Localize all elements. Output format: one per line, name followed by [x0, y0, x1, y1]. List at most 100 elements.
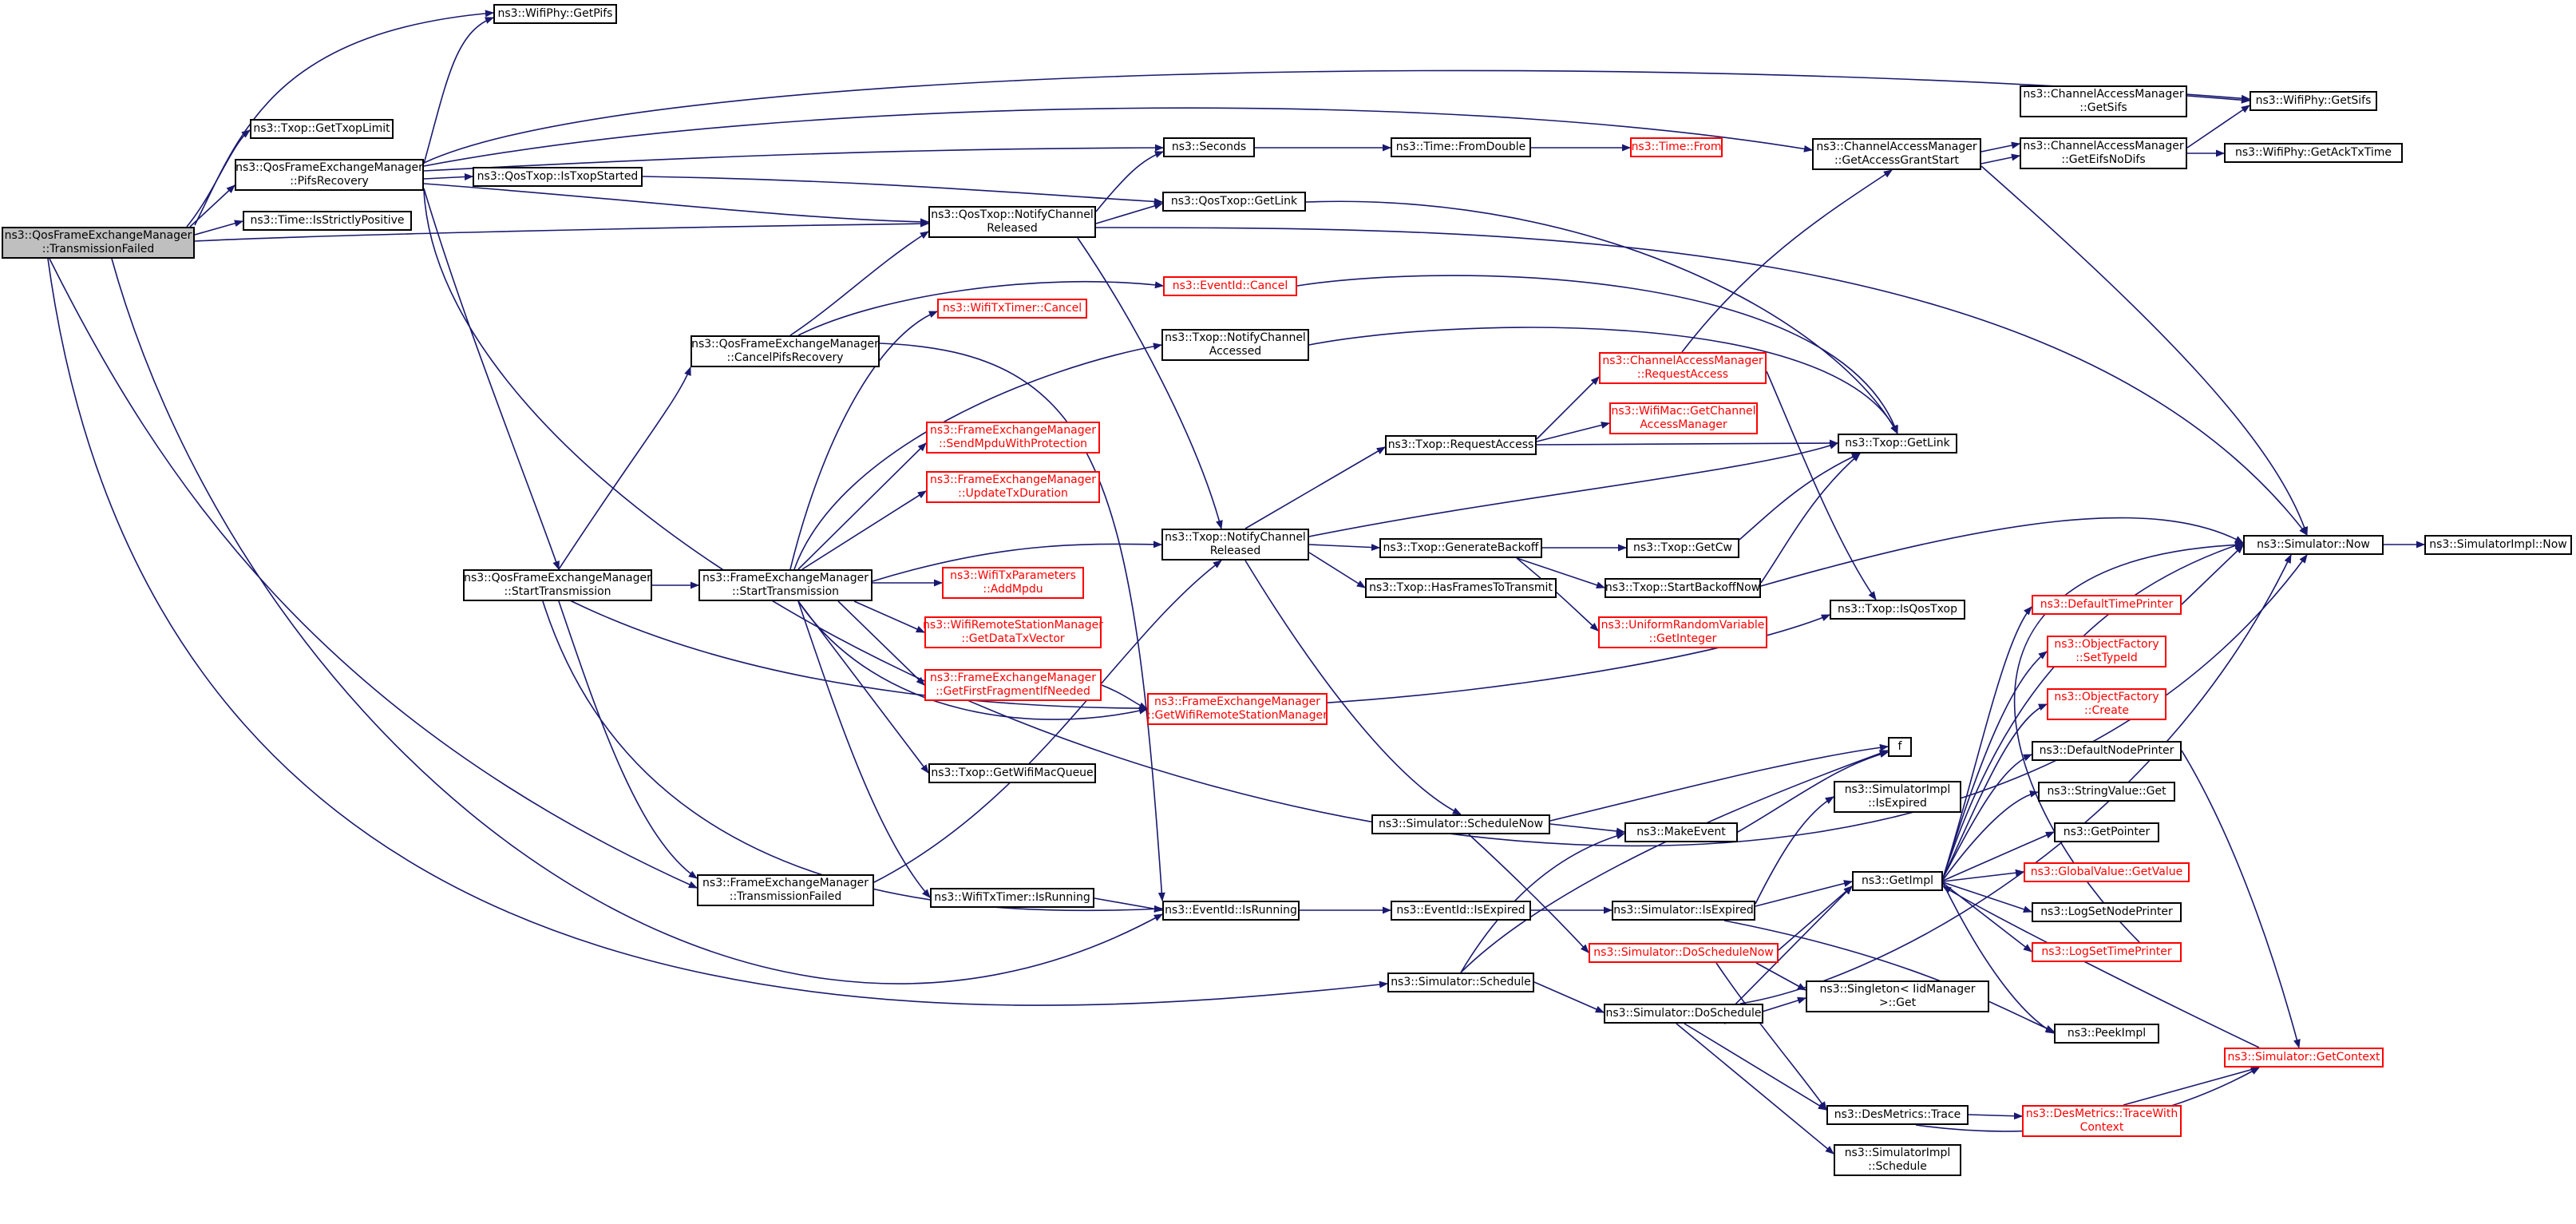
- node-qfem-cancelpifsrecovery[interactable]: ns3::QosFrameExchangeManager ::CancelPif…: [690, 335, 880, 367]
- node-fem-getwifiremotestationmanager[interactable]: ns3::FrameExchangeManager ::GetWifiRemot…: [1147, 693, 1328, 725]
- node-objectfactory-settypeid[interactable]: ns3::ObjectFactory ::SetTypeId: [2047, 636, 2166, 667]
- node-wifiphy-getsifs[interactable]: ns3::WifiPhy::GetSifs: [2250, 91, 2377, 111]
- node-label: ns3::EventId::IsExpired: [1396, 904, 1525, 917]
- node-eventid-isrunning[interactable]: ns3::EventId::IsRunning: [1162, 901, 1300, 921]
- node-fem-getfirstfragmentifneeded[interactable]: ns3::FrameExchangeManager ::GetFirstFrag…: [924, 669, 1102, 701]
- node-singleton-get[interactable]: ns3::Singleton< IidManager >::Get: [1806, 980, 1989, 1012]
- node-desmetrics-trace[interactable]: ns3::DesMetrics::Trace: [1826, 1105, 1969, 1125]
- node-label: ns3::QosTxop::IsTxopStarted: [477, 170, 639, 183]
- node-time-from[interactable]: ns3::Time::From: [1630, 137, 1723, 157]
- node-label: ns3::GetImpl: [1861, 874, 1933, 887]
- node-objectfactory-create[interactable]: ns3::ObjectFactory ::Create: [2047, 688, 2166, 720]
- node-txop-isqostxop[interactable]: ns3::Txop::IsQosTxop: [1830, 600, 1965, 620]
- call-edge: [1516, 557, 1599, 632]
- node-simulator-doschedule[interactable]: ns3::Simulator::DoSchedule: [1604, 1004, 1763, 1024]
- node-txop-getwifimacqueue[interactable]: ns3::Txop::GetWifiMacQueue: [928, 763, 1096, 783]
- node-makeevent[interactable]: ns3::MakeEvent: [1624, 822, 1738, 842]
- node-getpointer[interactable]: ns3::GetPointer: [2054, 822, 2159, 842]
- node-wifiphy-getacktxtime[interactable]: ns3::WifiPhy::GetAckTxTime: [2224, 143, 2403, 163]
- node-qfem-pifsrecovery[interactable]: ns3::QosFrameExchangeManager ::PifsRecov…: [235, 159, 424, 191]
- node-time-fromdouble[interactable]: ns3::Time::FromDouble: [1391, 137, 1531, 157]
- node-eventid-isexpired[interactable]: ns3::EventId::IsExpired: [1391, 901, 1531, 921]
- node-label: ns3::ChannelAccessManager ::GetSifs: [2023, 88, 2184, 114]
- node-seconds[interactable]: ns3::Seconds: [1163, 137, 1255, 157]
- node-urv-getinteger[interactable]: ns3::UniformRandomVariable ::GetInteger: [1598, 616, 1767, 648]
- node-logsettimeprinter[interactable]: ns3::LogSetTimePrinter: [2032, 942, 2182, 962]
- node-txop-getlink[interactable]: ns3::Txop::GetLink: [1838, 434, 1957, 454]
- call-edge: [873, 560, 1222, 883]
- node-desmetrics-tracewithcontext[interactable]: ns3::DesMetrics::TraceWith Context: [2022, 1105, 2182, 1137]
- call-edge: [1737, 751, 1889, 833]
- node-defaultnodeprinter[interactable]: ns3::DefaultNodePrinter: [2032, 741, 2182, 761]
- node-wifitxtimer-cancel[interactable]: ns3::WifiTxTimer::Cancel: [937, 299, 1087, 319]
- node-label: ns3::Txop::RequestAccess: [1387, 438, 1534, 451]
- node-txop-hasframestotransmit[interactable]: ns3::Txop::HasFramesToTransmit: [1365, 578, 1557, 598]
- node-label: ns3::SimulatorImpl ::IsExpired: [1844, 783, 1951, 810]
- node-globalvalue-getvalue[interactable]: ns3::GlobalValue::GetValue: [2024, 862, 2190, 882]
- node-qostxop-getlink[interactable]: ns3::QosTxop::GetLink: [1162, 192, 1306, 212]
- node-wifimac-getchannelaccessmanager[interactable]: ns3::WifiMac::GetChannel AccessManager: [1609, 402, 1758, 434]
- node-label: ns3::QosTxop::NotifyChannel Released: [931, 208, 1094, 235]
- node-label: ns3::Txop::GenerateBackoff: [1383, 541, 1539, 554]
- node-txop-generatebackoff[interactable]: ns3::Txop::GenerateBackoff: [1379, 538, 1542, 558]
- node-getimpl[interactable]: ns3::GetImpl: [1852, 871, 1943, 891]
- node-simulatorimpl-schedule[interactable]: ns3::SimulatorImpl ::Schedule: [1834, 1144, 1961, 1176]
- node-eventid-cancel[interactable]: ns3::EventId::Cancel: [1163, 276, 1297, 296]
- node-wifiphy-getpifs[interactable]: ns3::WifiPhy::GetPifs: [493, 4, 617, 24]
- call-edge: [1308, 544, 1381, 552]
- call-edge: [1549, 823, 1626, 835]
- node-label: ns3::EventId::Cancel: [1172, 279, 1288, 292]
- node-label: ns3::LogSetNodePrinter: [2040, 905, 2173, 918]
- call-edge: [1778, 885, 1853, 951]
- node-fem-updatetxduration[interactable]: ns3::FrameExchangeManager ::UpdateTxDura…: [926, 471, 1100, 503]
- node-simulatorimpl-isexpired[interactable]: ns3::SimulatorImpl ::IsExpired: [1834, 781, 1961, 813]
- node-simulatorimpl-now[interactable]: ns3::SimulatorImpl::Now: [2424, 535, 2572, 555]
- node-simulator-isexpired[interactable]: ns3::Simulator::IsExpired: [1612, 901, 1755, 921]
- node-wifitxtimer-isrunning[interactable]: ns3::WifiTxTimer::IsRunning: [930, 888, 1094, 908]
- node-simulator-getcontext[interactable]: ns3::Simulator::GetContext: [2224, 1048, 2384, 1068]
- node-wrsm-getdatatxvector[interactable]: ns3::WifiRemoteStationManager ::GetDataT…: [923, 616, 1103, 648]
- node-defaulttimeprinter[interactable]: ns3::DefaultTimePrinter: [2032, 595, 2182, 615]
- call-edge: [1942, 882, 2055, 1034]
- call-edge: [111, 258, 1163, 984]
- node-fem-starttransmission[interactable]: ns3::FrameExchangeManager ::StartTransmi…: [698, 569, 873, 601]
- node-simulator-schedulenow[interactable]: ns3::Simulator::ScheduleNow: [1371, 814, 1550, 834]
- call-edge: [47, 258, 1389, 1006]
- node-logsetnodeprinter[interactable]: ns3::LogSetNodePrinter: [2032, 902, 2182, 922]
- node-label: ns3::Simulator::ScheduleNow: [1378, 818, 1544, 830]
- call-edge: [1942, 703, 2048, 879]
- node-label: ns3::WifiTxTimer::Cancel: [942, 302, 1082, 315]
- node-qostxop-notifychannelreleased[interactable]: ns3::QosTxop::NotifyChannel Released: [928, 206, 1096, 238]
- call-edge: [797, 600, 931, 898]
- node-cam-getaccessgrantstart[interactable]: ns3::ChannelAccessManager ::GetAccessGra…: [1812, 138, 1981, 170]
- call-edge: [1308, 327, 1898, 435]
- node-fem-sendmpduwithprotection[interactable]: ns3::FrameExchangeManager ::SendMpduWith…: [926, 422, 1100, 454]
- node-label: ns3::Time::FromDouble: [1395, 141, 1526, 153]
- node-peekimpl[interactable]: ns3::PeekImpl: [2054, 1024, 2159, 1044]
- call-edge: [1296, 275, 1898, 435]
- call-edge: [1968, 1112, 2024, 1120]
- call-edge: [558, 600, 698, 879]
- call-edge: [853, 600, 926, 633]
- node-qfem-starttransmission[interactable]: ns3::QosFrameExchangeManager ::StartTran…: [463, 569, 652, 601]
- node-txop-gettxoplimit[interactable]: ns3::Txop::GetTxopLimit: [250, 119, 394, 139]
- node-wifitxparameters-addmpdu[interactable]: ns3::WifiTxParameters ::AddMpdu: [942, 567, 1084, 599]
- node-simulator-now[interactable]: ns3::Simulator::Now: [2243, 535, 2384, 555]
- node-f[interactable]: f: [1888, 737, 1912, 757]
- node-time-isstrictlypositive[interactable]: ns3::Time::IsStrictlyPositive: [243, 211, 412, 231]
- node-cam-getsifs[interactable]: ns3::ChannelAccessManager ::GetSifs: [2020, 85, 2187, 117]
- node-txop-getcw[interactable]: ns3::Txop::GetCw: [1626, 538, 1739, 558]
- node-stringvalue-get[interactable]: ns3::StringValue::Get: [2038, 782, 2175, 802]
- node-simulator-schedule[interactable]: ns3::Simulator::Schedule: [1387, 972, 1534, 992]
- node-txop-requestaccess[interactable]: ns3::Txop::RequestAccess: [1385, 435, 1537, 455]
- call-edge: [558, 366, 691, 570]
- node-txop-notifychannelaccessed[interactable]: ns3::Txop::NotifyChannel Accessed: [1161, 329, 1309, 361]
- node-txop-startbackoffnow[interactable]: ns3::Txop::StartBackoffNow: [1605, 578, 1761, 598]
- node-qostxop-istxopstarted[interactable]: ns3::QosTxop::IsTxopStarted: [473, 167, 643, 187]
- node-cam-requestaccess[interactable]: ns3::ChannelAccessManager ::RequestAcces…: [1599, 352, 1767, 384]
- node-simulator-doschedulenow[interactable]: ns3::Simulator::DoScheduleNow: [1589, 943, 1779, 963]
- node-label: ns3::WifiTxParameters ::AddMpdu: [950, 569, 1076, 596]
- node-fem-transmissionfailed[interactable]: ns3::FrameExchangeManager ::Transmission…: [697, 874, 874, 906]
- node-txop-notifychannelreleased[interactable]: ns3::Txop::NotifyChannel Released: [1161, 529, 1309, 561]
- node-cam-geteifsnodifs[interactable]: ns3::ChannelAccessManager ::GetEifsNoDif…: [2020, 137, 2187, 169]
